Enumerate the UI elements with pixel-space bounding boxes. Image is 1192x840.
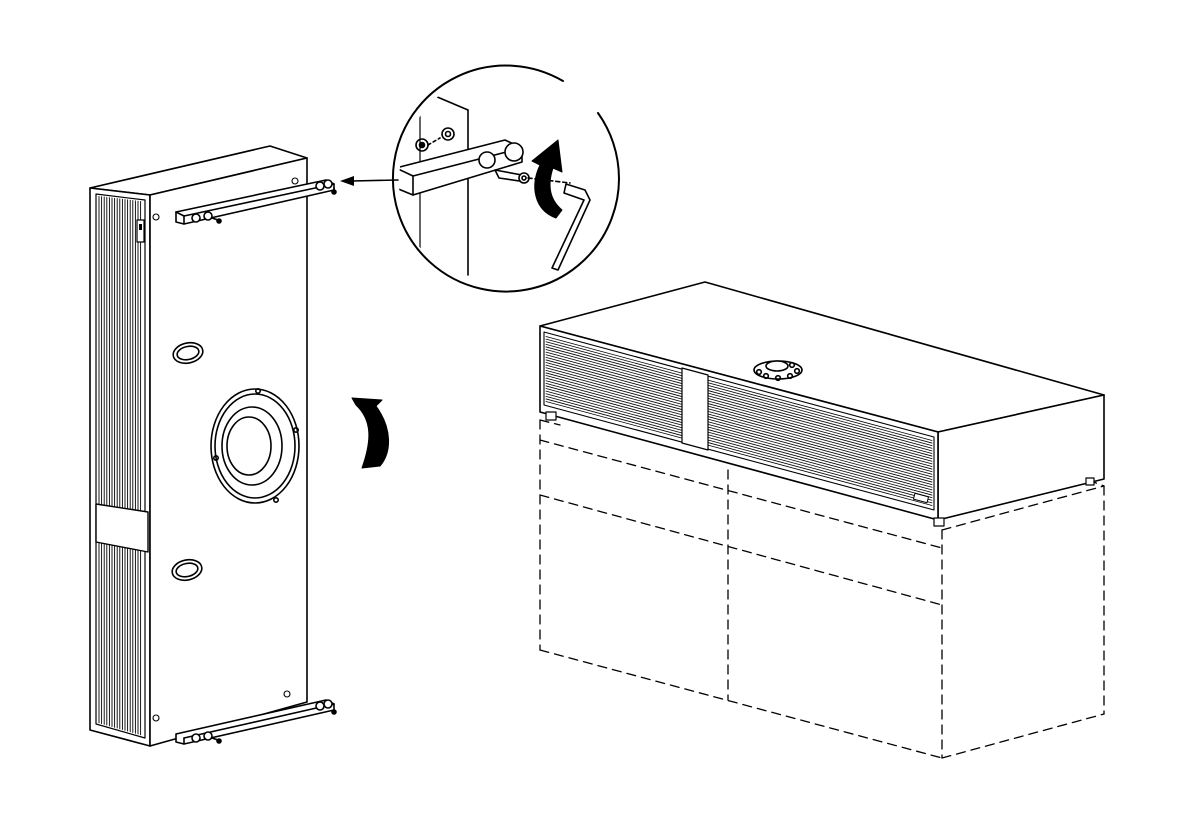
- installed-label-band: [682, 368, 708, 450]
- arrow-left-icon: [340, 176, 398, 186]
- hex-key-icon: [552, 184, 590, 270]
- callout-rotate-arrow-icon: [532, 140, 562, 218]
- speaker-installed: [540, 282, 1104, 526]
- speaker-upright: [90, 146, 336, 746]
- detail-callout: [393, 66, 619, 292]
- speaker-back-face: [150, 158, 307, 746]
- rotate-arrow-icon: [352, 398, 389, 468]
